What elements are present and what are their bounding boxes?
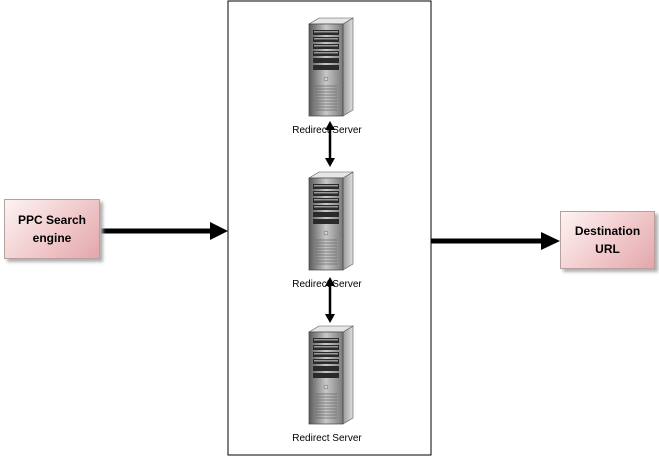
arrow-source-to-cluster (101, 222, 228, 240)
ppc-search-engine-node: PPC Search engine (4, 199, 100, 259)
ppc-search-engine-label: PPC Search engine (17, 213, 87, 245)
redirect-server-label: Redirect Server (292, 125, 362, 136)
bidirectional-arrow-bottom (325, 277, 335, 323)
destination-url-node: Destination URL (560, 211, 655, 269)
destination-url-label: Destination URL (574, 224, 641, 256)
server-tower-icon (308, 17, 354, 117)
server-tower-icon (308, 325, 354, 425)
redirect-server-label: Redirect Server (292, 433, 362, 444)
bidirectional-arrow-top (325, 121, 335, 167)
redirect-server-label: Redirect Server (292, 279, 362, 290)
server-tower-icon (308, 171, 354, 271)
arrow-cluster-to-destination (431, 232, 560, 250)
